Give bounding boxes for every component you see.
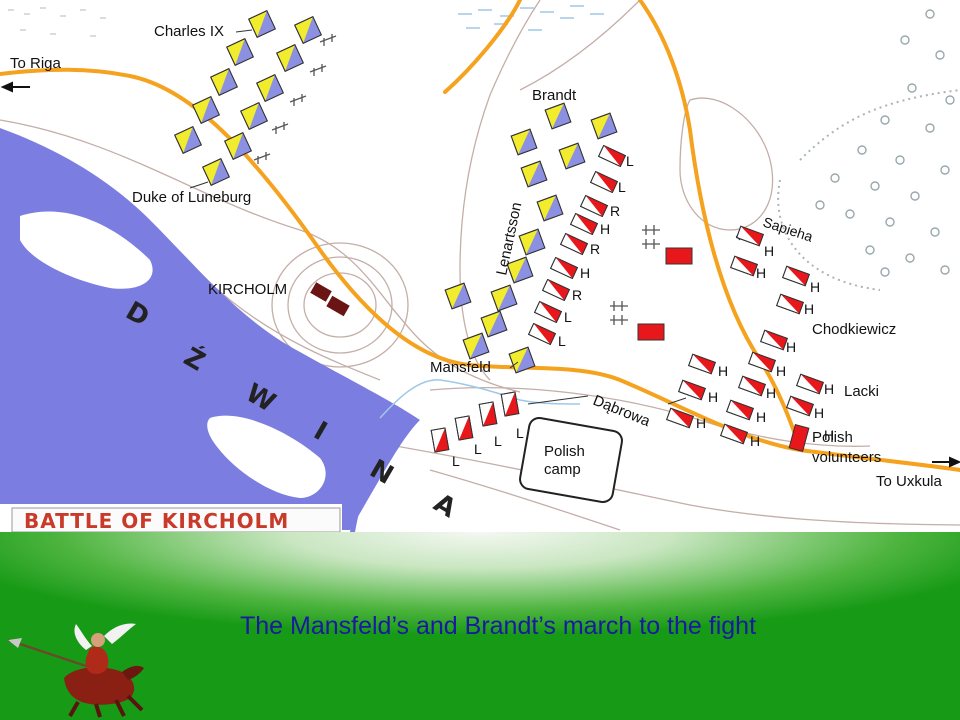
label-charles-ix: Charles IX — [154, 23, 224, 40]
unit-letter: H — [708, 389, 718, 405]
unit-letter: L — [516, 425, 524, 441]
polish-camp — [519, 416, 623, 504]
leader-lines — [189, 29, 741, 405]
unit-letter: L — [564, 309, 572, 325]
polish-camp-label-2: camp — [544, 461, 581, 478]
river-bank — [350, 420, 396, 532]
unit-letter: H — [750, 433, 760, 449]
unit-letter: H — [824, 427, 834, 443]
unit-letter: H — [580, 265, 590, 281]
label-to-riga: To Riga — [10, 55, 62, 72]
road-north — [638, 0, 802, 450]
polish-camp-label-1: Polish — [544, 443, 585, 460]
polish-volunteers-unit — [788, 423, 810, 453]
water-marks — [458, 5, 604, 31]
unit-letter: H — [600, 221, 610, 237]
label-to-uxkula: To Uxkula — [876, 473, 943, 490]
unit-letter: H — [776, 363, 786, 379]
river-island-1 — [20, 211, 153, 289]
banner-title: BATTLE OF KIRCHOLM — [24, 509, 289, 532]
unit-letter: H — [786, 339, 796, 355]
swedish-cavalry-marks — [253, 34, 660, 325]
stream — [379, 379, 581, 419]
polish-units-camp: L L L L — [430, 391, 524, 469]
direction-arrows — [0, 81, 960, 468]
caption-panel — [0, 532, 960, 720]
unit-letter: L — [452, 453, 460, 469]
unit-letter: R — [590, 241, 600, 257]
polish-reserve-1 — [665, 247, 693, 265]
unit-letter: H — [696, 415, 706, 431]
unit-letter: H — [824, 381, 834, 397]
label-polish-volunteers-2: volunteers — [812, 449, 881, 466]
label-lacki: Lacki — [844, 383, 879, 400]
unit-letter: H — [766, 385, 776, 401]
polish-units-right — [666, 225, 824, 453]
label-duke-of-luneburg: Duke of Luneburg — [132, 189, 251, 206]
road-north-branch — [443, 0, 522, 94]
label-brandt: Brandt — [532, 87, 577, 104]
column-letters: L L R H R H R L L — [558, 153, 634, 349]
unit-letter: L — [474, 441, 482, 457]
grass-marks — [8, 7, 106, 37]
polish-reserve-2 — [637, 323, 665, 341]
unit-letter: H — [814, 405, 824, 421]
unit-letter: H — [718, 363, 728, 379]
unit-letter: L — [618, 179, 626, 195]
unit-letter: L — [626, 153, 634, 169]
right-letters: H H H H H H H H H H H H H H H — [696, 243, 834, 449]
unit-letter: L — [494, 433, 502, 449]
unit-letter: L — [558, 333, 566, 349]
river-island-2 — [207, 415, 326, 498]
unit-letter: H — [810, 279, 820, 295]
unit-letter: R — [610, 203, 620, 219]
forest-trees — [815, 9, 955, 277]
hussar-rider-icon — [7, 623, 144, 718]
unit-letter: H — [764, 243, 774, 259]
label-mansfeld: Mansfeld — [430, 359, 491, 376]
label-kircholm: KIRCHOLM — [208, 281, 287, 298]
unit-letter: R — [572, 287, 582, 303]
forest-edge — [799, 89, 960, 161]
unit-letter: H — [804, 301, 814, 317]
battle-map: L L R H R H R L L L L L L Polish camp — [0, 0, 960, 532]
map-banner: BATTLE OF KIRCHOLM — [0, 504, 342, 532]
label-chodkiewicz: Chodkiewicz — [812, 321, 896, 338]
label-polish-volunteers-1: Polish — [812, 429, 853, 446]
slide-caption: The Mansfeld’s and Brandt’s march to the… — [239, 612, 757, 640]
unit-letter: H — [756, 265, 766, 281]
kircholm-castle — [310, 282, 350, 317]
unit-letter: H — [756, 409, 766, 425]
